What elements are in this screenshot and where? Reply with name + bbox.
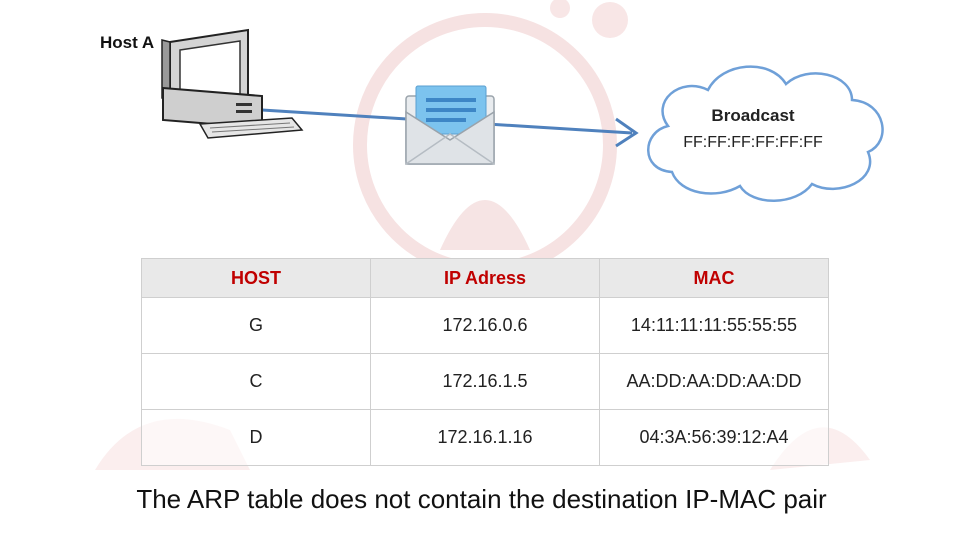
cloud-icon [647, 65, 884, 202]
arp-table-header: HOST IP Adress MAC [141, 258, 829, 298]
table-row: D 172.16.1.16 04:3A:56:39:12:A4 [141, 409, 829, 466]
cell-host: C [141, 353, 371, 410]
cell-host: D [141, 409, 371, 466]
header-ip: IP Adress [370, 258, 600, 298]
header-mac: MAC [599, 258, 829, 298]
cell-ip: 172.16.1.16 [370, 409, 600, 466]
table-row: G 172.16.0.6 14:11:11:11:55:55:55 [141, 297, 829, 354]
cell-ip: 172.16.0.6 [370, 297, 600, 354]
computer-icon [161, 28, 304, 139]
caption-text: The ARP table does not contain the desti… [136, 484, 827, 514]
host-a-label: Host A [100, 33, 155, 52]
header-host: HOST [141, 258, 371, 298]
broadcast-title: Broadcast [711, 106, 795, 125]
cell-mac: 04:3A:56:39:12:A4 [599, 409, 829, 466]
cell-mac: AA:DD:AA:DD:AA:DD [599, 353, 829, 410]
broadcast-mac: FF:FF:FF:FF:FF:FF [683, 134, 823, 151]
table-row: C 172.16.1.5 AA:DD:AA:DD:AA:DD [141, 353, 829, 410]
cell-host: G [141, 297, 371, 354]
arp-table: HOST IP Adress MAC G 172.16.0.6 14:11:11… [141, 258, 829, 466]
cell-ip: 172.16.1.5 [370, 353, 600, 410]
cell-mac: 14:11:11:11:55:55:55 [599, 297, 829, 354]
envelope-icon [405, 85, 495, 165]
network-diagram [161, 28, 884, 202]
